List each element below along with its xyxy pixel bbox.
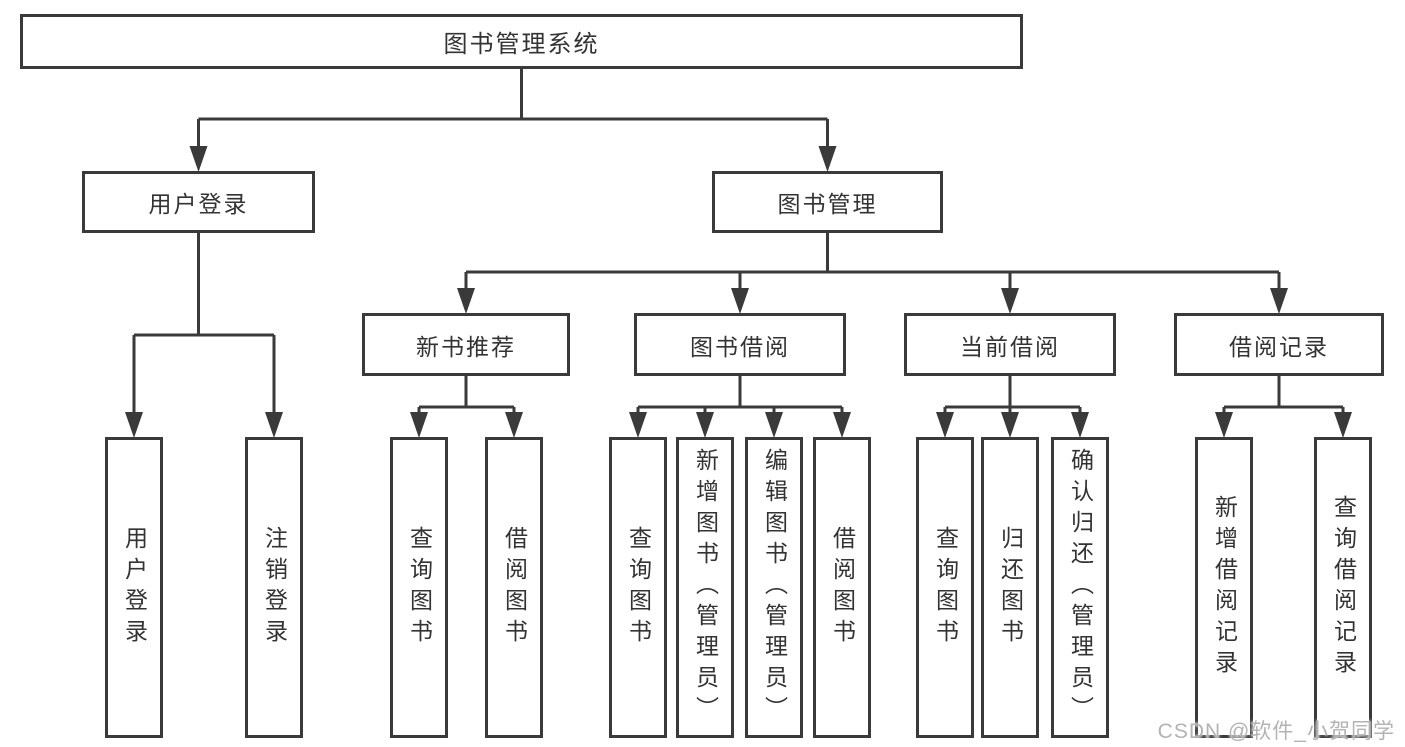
arrowhead-icon — [1334, 412, 1352, 438]
arrowhead-icon — [731, 288, 749, 314]
box-label-confirm-return-admin: 确认归还（管理员） — [1067, 448, 1094, 727]
box-label-borrow-records: 借阅记录 — [1229, 333, 1329, 360]
box-label-query-borrow-record: 查询借阅记录 — [1330, 494, 1357, 681]
box-label-book-management: 图书管理 — [777, 191, 878, 217]
box-query-books-3: 查询图书 — [916, 437, 974, 738]
box-query-books-2: 查询图书 — [609, 437, 667, 738]
box-label-return-books: 归还图书 — [997, 525, 1024, 650]
arrowhead-icon — [936, 412, 954, 438]
box-label-logout-leaf: 注销登录 — [261, 525, 288, 650]
arrowhead-icon — [1270, 288, 1288, 314]
box-label-library-system: 图书管理系统 — [443, 31, 600, 58]
box-user-login-leaf: 用户登录 — [105, 437, 163, 738]
box-new-book-recommend: 新书推荐 — [362, 313, 570, 376]
arrowhead-icon — [1001, 288, 1019, 314]
arrowhead-icon — [1001, 412, 1019, 438]
box-borrow-books-1: 借阅图书 — [485, 437, 543, 738]
box-book-borrowing: 图书借阅 — [634, 313, 846, 376]
box-label-query-books-1: 查询图书 — [406, 525, 433, 650]
box-label-add-book-admin: 新增图书（管理员） — [692, 448, 719, 727]
arrowhead-icon — [457, 288, 475, 314]
box-add-book-admin: 新增图书（管理员） — [676, 437, 734, 738]
box-user-login: 用户登录 — [82, 171, 315, 233]
arrowhead-icon — [410, 412, 428, 438]
box-label-query-books-2: 查询图书 — [625, 525, 652, 650]
arrowhead-icon — [765, 412, 783, 438]
box-logout-leaf: 注销登录 — [245, 437, 303, 738]
arrowhead-icon — [189, 146, 208, 172]
box-library-system: 图书管理系统 — [20, 14, 1023, 69]
box-label-user-login: 用户登录 — [148, 191, 249, 217]
box-edit-book-admin: 编辑图书（管理员） — [745, 437, 803, 738]
box-label-query-books-3: 查询图书 — [932, 525, 959, 650]
box-book-management: 图书管理 — [712, 171, 943, 233]
box-return-books: 归还图书 — [981, 437, 1039, 738]
box-label-borrow-books-2: 借阅图书 — [829, 525, 856, 650]
box-label-borrow-books-1: 借阅图书 — [501, 525, 528, 650]
arrowhead-icon — [505, 412, 523, 438]
box-label-edit-book-admin: 编辑图书（管理员） — [761, 448, 788, 727]
arrowhead-icon — [1215, 412, 1233, 438]
box-label-current-borrowing: 当前借阅 — [960, 333, 1060, 360]
arrowhead-icon — [125, 412, 143, 438]
arrowhead-icon — [1071, 412, 1089, 438]
arrowhead-icon — [696, 412, 714, 438]
arrowhead-icon — [629, 412, 647, 438]
box-label-user-login-leaf: 用户登录 — [121, 525, 148, 650]
box-label-new-book-recommend: 新书推荐 — [416, 333, 516, 360]
box-current-borrowing: 当前借阅 — [904, 313, 1116, 376]
csdn-watermark: CSDN @软件_小贺同学 — [1157, 720, 1395, 743]
arrowhead-icon — [818, 146, 837, 172]
box-add-borrow-record: 新增借阅记录 — [1195, 437, 1253, 738]
arrowhead-icon — [265, 412, 283, 438]
box-confirm-return-admin: 确认归还（管理员） — [1051, 437, 1109, 738]
box-query-borrow-record: 查询借阅记录 — [1314, 437, 1372, 738]
arrowhead-icon — [833, 412, 851, 438]
box-label-book-borrowing: 图书借阅 — [690, 333, 790, 360]
box-query-books-1: 查询图书 — [390, 437, 448, 738]
box-borrow-books-2: 借阅图书 — [813, 437, 871, 738]
box-label-add-borrow-record: 新增借阅记录 — [1211, 494, 1238, 681]
box-borrow-records: 借阅记录 — [1174, 313, 1384, 376]
